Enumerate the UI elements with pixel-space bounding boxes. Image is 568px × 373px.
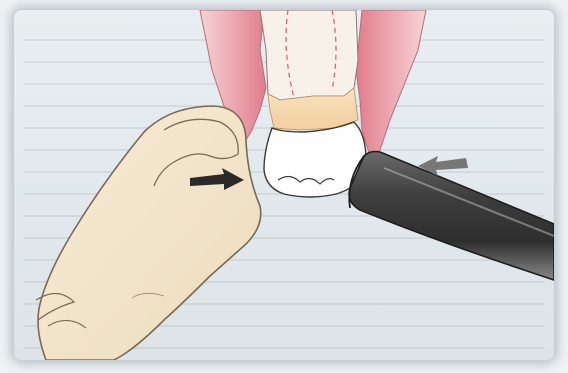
illustration [14, 10, 554, 360]
tooth-icon [260, 10, 366, 197]
tooth-extraction-diagram [14, 10, 554, 360]
